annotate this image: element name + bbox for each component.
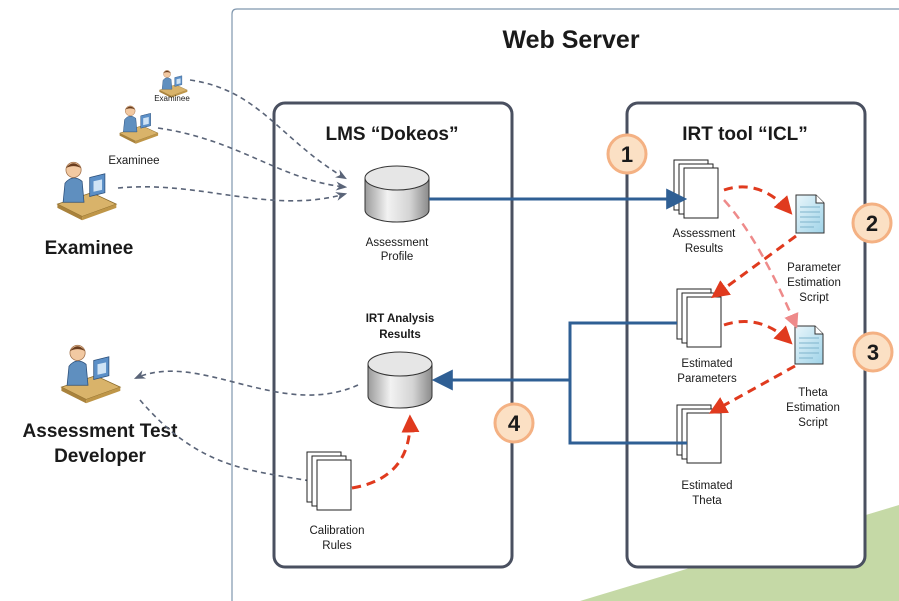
estimated-parameters-label-line2: Parameters [677, 373, 737, 385]
step-1-number: 1 [621, 142, 633, 167]
web-server-title: Web Server [502, 26, 639, 54]
step-3-number: 3 [867, 340, 879, 365]
estimated-theta-doc-icon [676, 404, 722, 464]
developer-label-line1: Assessment Test [23, 421, 179, 442]
step-4-badge: 4 [493, 402, 535, 444]
link-developer-to-rules [139, 399, 319, 485]
estimated-theta-label-line2: Theta [692, 495, 722, 507]
theta-script-doc-icon [794, 325, 824, 365]
link-examinee-medium-to-profile [157, 127, 348, 191]
lms-box [272, 101, 514, 569]
calibration-rules-doc-icon [306, 451, 352, 511]
web-server-border [231, 8, 899, 601]
theta-script-label-line3: Script [798, 417, 828, 429]
flow-estimates-to-irt-results [440, 321, 687, 445]
estimated-theta-label-line1: Estimated [681, 480, 732, 492]
examinee-large-icon [56, 161, 117, 221]
calibration-rules-label-line2: Rules [322, 540, 352, 552]
assessment-profile-label-line2: Profile [381, 251, 414, 263]
estimated-parameters-label-line1: Estimated [681, 358, 732, 370]
examinee-medium-icon [119, 105, 159, 145]
examinee-medium-label: Examinee [108, 155, 159, 167]
step-2-badge: 2 [851, 202, 893, 244]
link-examinee-large-to-profile [117, 186, 348, 202]
assessment-results-label-line2: Results [685, 243, 724, 255]
flow-results-to-param-script [723, 185, 793, 215]
assessment-profile-db-icon [364, 165, 430, 223]
assessment-profile-label-line1: Assessment [366, 237, 429, 249]
flow-theta-script-to-estimated-theta [708, 364, 796, 414]
theta-script-label-line1: Theta [798, 387, 828, 399]
flow-estimated-params-to-theta-script [723, 320, 793, 345]
link-results-to-developer [133, 370, 359, 396]
irt-results-label-line1: IRT Analysis [366, 313, 435, 325]
step-1-badge: 1 [606, 133, 648, 175]
flow-results-to-theta-script-pink [723, 199, 799, 329]
assessment-results-label-line1: Assessment [673, 228, 736, 240]
irt-tool-title: IRT tool “ICL” [682, 124, 808, 145]
parameter-script-label-line1: Parameter [787, 262, 841, 274]
irt-tool-box [625, 101, 867, 569]
developer-label-line2: Developer [54, 446, 146, 467]
developer-icon [60, 344, 121, 404]
theta-script-label-line2: Estimation [786, 402, 840, 414]
examinee-large-label: Examinee [45, 238, 134, 259]
step-2-number: 2 [866, 211, 878, 236]
flow-rules-to-irt-results [351, 414, 420, 490]
irt-analysis-results-db-icon [367, 351, 433, 409]
flow-param-script-to-estimated-params [711, 234, 797, 299]
parameter-script-label-line3: Script [799, 292, 829, 304]
calibration-rules-label-line1: Calibration [310, 525, 365, 537]
irt-results-label-line2: Results [379, 329, 421, 341]
examinee-small-label: Examinee [154, 94, 190, 103]
lms-title: LMS “Dokeos” [325, 124, 458, 145]
step-3-badge: 3 [852, 331, 894, 373]
assessment-results-doc-icon [673, 159, 719, 219]
parameter-script-doc-icon [795, 194, 825, 234]
parameter-script-label-line2: Estimation [787, 277, 841, 289]
step-4-number: 4 [508, 411, 521, 436]
estimated-parameters-doc-icon [676, 288, 722, 348]
